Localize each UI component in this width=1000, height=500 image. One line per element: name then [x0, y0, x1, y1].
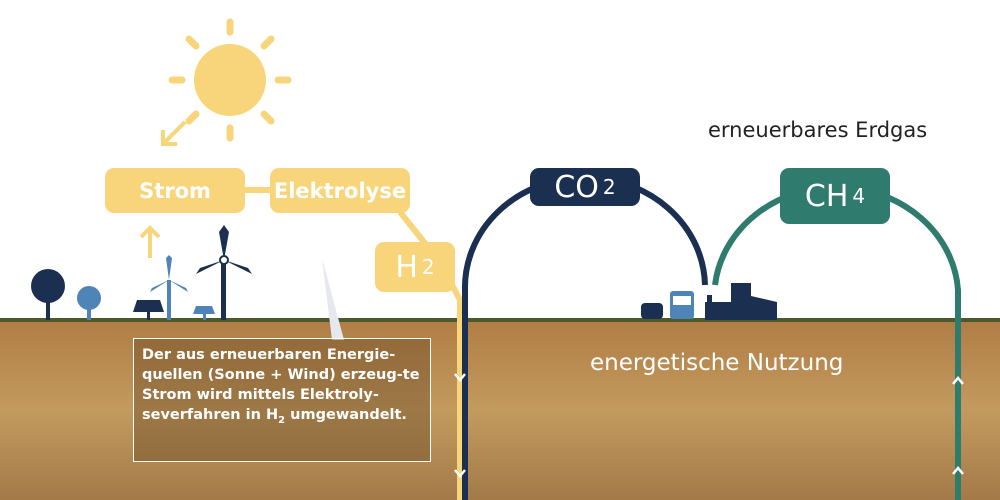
callout-pointer — [322, 258, 344, 340]
note-end: umgewandelt. — [285, 407, 407, 423]
co2-label: CO — [554, 169, 599, 205]
h2-label: H — [395, 249, 418, 285]
diagram-title: erneuerbares Erdgas — [708, 118, 928, 142]
wind-turbine-icon — [150, 255, 188, 320]
factory-icon — [705, 283, 777, 320]
strom-label: Strom — [139, 178, 211, 203]
note-text: Der aus erneuerbaren Energie-quellen (So… — [142, 347, 420, 423]
tree-icon — [31, 269, 65, 320]
h2-sub: 2 — [421, 255, 435, 279]
note-sub: 2 — [278, 414, 286, 426]
ch4-label: CH — [804, 178, 849, 214]
usage-label: energetische Nutzung — [590, 350, 844, 376]
sun-icon — [168, 18, 292, 142]
elektrolyse-box: Elektrolyse — [270, 168, 410, 213]
co2-sub: 2 — [602, 175, 616, 199]
bus-icon — [670, 291, 694, 319]
soil — [0, 320, 1000, 500]
solar-panel-icon — [193, 306, 215, 320]
strom-box: Strom — [105, 168, 245, 213]
wind-turbine-icon — [196, 225, 252, 320]
elektrolyse-label: Elektrolyse — [273, 178, 407, 203]
ch4-sub: 4 — [852, 184, 866, 208]
solar-panel-icon — [133, 300, 164, 320]
tree-icon — [77, 286, 101, 320]
grass-line — [0, 318, 1000, 322]
arrow-icon — [139, 120, 187, 258]
car-icon — [641, 303, 663, 319]
info-callout: Der aus erneuerbaren Energie-quellen (So… — [133, 338, 431, 462]
